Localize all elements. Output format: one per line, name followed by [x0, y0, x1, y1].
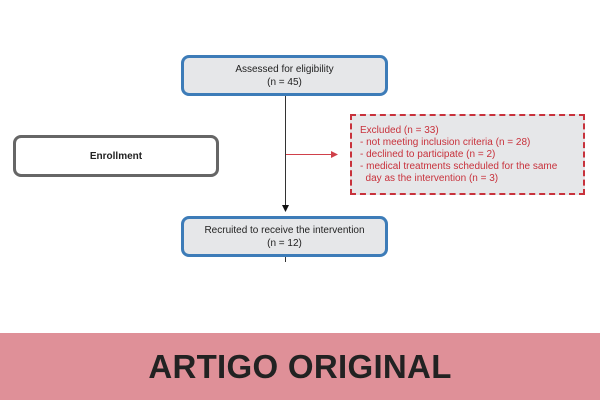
flow-line	[285, 96, 286, 206]
flow-arrows	[282, 151, 338, 262]
banner-label: ARTIGO ORIGINAL	[148, 347, 452, 385]
recruited-count: (n = 12)	[267, 237, 302, 249]
excluded-reason: - not meeting inclusion criteria (n = 28…	[360, 136, 531, 148]
arrow-right-icon	[331, 151, 338, 158]
excluded-reason: - declined to participate (n = 2)	[360, 148, 496, 160]
excluded-reason: - medical treatments scheduled for the s…	[360, 160, 558, 172]
excluded-reason: day as the intervention (n = 3)	[360, 172, 499, 184]
enrollment-label: Enrollment	[89, 150, 143, 162]
recruited-box: Recruited to receive the intervention (n…	[181, 216, 388, 257]
assessed-title: Assessed for eligibility	[235, 63, 334, 75]
arrow-down-icon	[282, 205, 289, 212]
enrollment-box: Enrollment	[13, 135, 219, 177]
excluded-title: Excluded (n = 33)	[360, 124, 439, 136]
recruited-title: Recruited to receive the intervention	[204, 224, 365, 236]
assessed-box: Assessed for eligibility (n = 45)	[181, 55, 388, 96]
excluded-box: Excluded (n = 33) - not meeting inclusio…	[350, 114, 585, 195]
assessed-count: (n = 45)	[267, 76, 302, 88]
article-type-banner: ARTIGO ORIGINAL	[0, 333, 600, 400]
